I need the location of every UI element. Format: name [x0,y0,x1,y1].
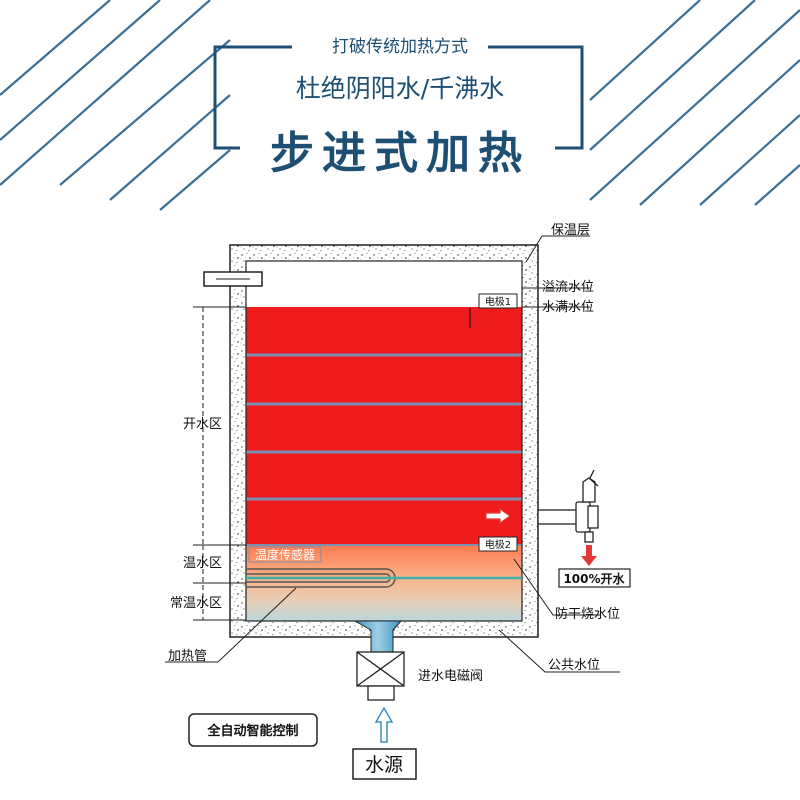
heating-tube-label: 加热管 [168,649,207,664]
warm-zone-label: 温水区 [183,556,222,571]
water-source-box [352,748,417,780]
tank: 电极1 电极2 温度传感器 [203,244,539,653]
common-level-label: 公共水位 [548,658,600,673]
full-level-label: 水满水位 [542,300,594,315]
boiling-zone-label: 开水区 [183,417,222,432]
insulation-label: 保温层 [551,223,590,238]
temp-sensor-label: 温度传感器 [255,547,315,562]
electrode1-label: 电极1 [485,295,511,308]
header-decoration [0,0,800,211]
electrode1-box [478,293,518,309]
header-line1: 打破传统加热方式 [332,37,468,57]
outlet-label-box [558,568,631,588]
solenoid-valve-icon [356,651,405,701]
flow-arrow-icon [485,507,512,525]
electrode2-box [478,536,518,552]
normal-zone-label: 常温水区 [170,596,222,611]
outlet-tap-icon [537,469,599,543]
header-line2: 杜绝阴阳水/千沸水 [296,74,504,103]
zone-dimension-lines [193,306,246,621]
temp-sensor-box [248,546,322,563]
water-source-arrow-icon [374,706,394,743]
auto-control-box [188,713,318,747]
dryfire-level-label: 防干烧水位 [555,606,620,622]
layer-lines [246,353,522,501]
boiling-water-zone [246,307,522,545]
outlet-arrow-icon [581,545,597,566]
auto-control-label: 全自动智能控制 [206,723,298,739]
warm-water-zone [246,545,522,621]
outlet-label: 100%开水 [563,571,625,586]
header-line3: 步进式加热 [270,128,530,179]
water-source-label: 水源 [365,754,403,776]
overflow-level-label: 溢流水位 [542,280,594,295]
solenoid-label: 进水电磁阀 [418,669,483,684]
right-leader-lines [498,235,620,673]
electrode2-label: 电极2 [485,538,511,551]
